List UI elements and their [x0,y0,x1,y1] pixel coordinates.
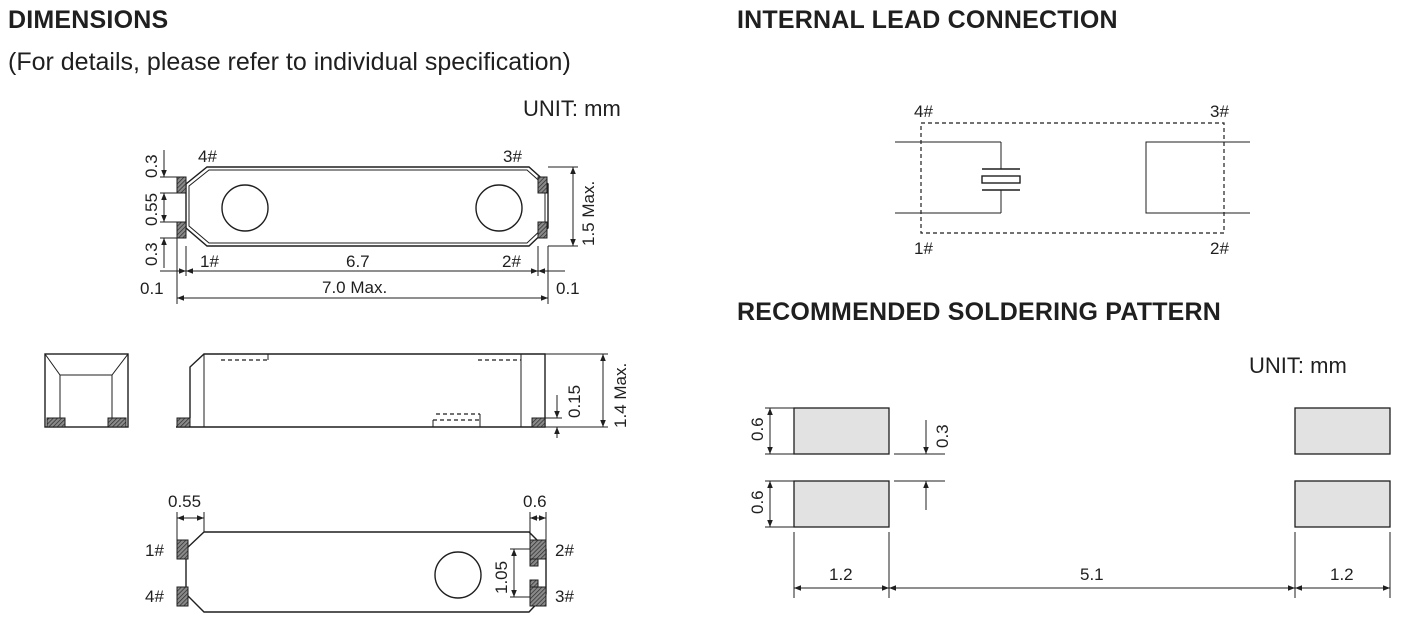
land-bottom-left [793,480,890,528]
soldering-pattern: 0.6 0.6 0.3 1.2 5.1 1.2 [748,407,1391,598]
internal-pin-1: 1# [914,239,933,258]
soldering-title: RECOMMENDED SOLDERING PATTERN [737,298,1222,326]
dim-0.6-bottom: 0.6 [523,492,547,511]
bottom-pin-4: 4# [145,587,164,606]
dim-0.6-bottom-land: 0.6 [748,490,767,514]
pin-label-2: 2# [502,252,521,271]
dim-7.0-max: 7.0 Max. [322,278,387,297]
internal-pin-2: 2# [1210,239,1229,258]
internal-title: INTERNAL LEAD CONNECTION [737,6,1118,34]
top-view-hole-right [475,184,523,232]
dimensions-unit: UNIT: mm [523,96,621,121]
end-view [44,353,129,428]
dim-0.55: 0.55 [142,193,161,226]
dim-1.4-max: 1.4 Max. [611,363,630,428]
dim-0.6-top-land: 0.6 [748,417,767,441]
top-view-body-inner [188,169,546,244]
internal-lead-diagram: 4# 3# 1# 2# [895,102,1250,258]
bottom-pin-2: 2# [555,541,574,560]
dim-0.1-right: 0.1 [556,279,580,298]
top-view: 4# 3# 1# 2# 0.3 0.55 0.3 1.5 Max. 6.7 7.… [140,147,598,304]
dim-0.1-left: 0.1 [140,279,164,298]
land-bottom-right [1294,480,1391,528]
land-top-left [793,407,890,455]
land-top-right [1294,407,1391,455]
dim-1.5-max: 1.5 Max. [579,181,598,246]
bottom-pin-1: 1# [145,541,164,560]
pin-label-4: 4# [198,147,217,166]
bottom-pin-3: 3# [555,587,574,606]
pin-label-3: 3# [503,147,522,166]
dim-0.15: 0.15 [565,385,584,418]
pad-3 [537,176,548,194]
dim-0.3-gap: 0.3 [933,424,952,448]
bottom-view: 1# 4# 2# 3# 0.55 0.6 1.05 [145,492,574,613]
top-view-hole-left [221,184,269,232]
pad-4 [176,176,187,194]
dim-1.2-right: 1.2 [1330,565,1354,584]
dim-0.55-bottom: 0.55 [168,492,201,511]
internal-pin-4: 4# [914,102,933,121]
pin-label-1: 1# [200,252,219,271]
internal-pin-3: 3# [1210,102,1229,121]
dim-0.3-top: 0.3 [142,154,161,178]
pad-1 [176,221,187,239]
dim-1.05: 1.05 [492,561,511,594]
dim-1.2-left: 1.2 [829,565,853,584]
dimensions-subtitle: (For details, please refer to individual… [8,48,571,76]
side-view: 0.15 1.4 Max. [176,353,630,438]
dim-0.3-bottom: 0.3 [142,242,161,266]
dim-5.1: 5.1 [1080,565,1104,584]
dim-6.7: 6.7 [346,252,370,271]
dimensions-title: DIMENSIONS [8,6,169,34]
soldering-unit: UNIT: mm [1249,353,1347,378]
pad-2 [537,221,548,239]
top-view-body [185,166,549,247]
